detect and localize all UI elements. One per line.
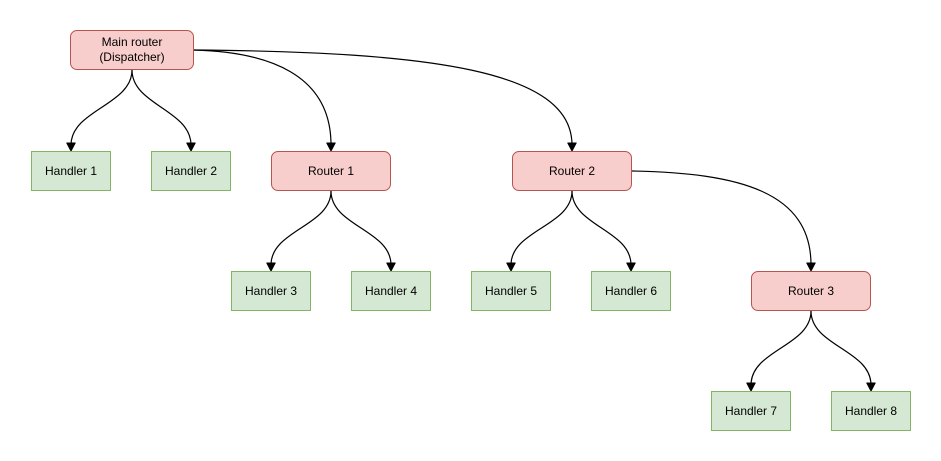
node-router-2[interactable]: Router 2: [512, 151, 632, 191]
edge-router-3-to-handler-7-arrowhead: [746, 382, 756, 392]
edge-router-3-to-handler-8: [810, 310, 876, 392]
edge-router-3-to-handler-7: [746, 310, 812, 392]
node-handler-6[interactable]: Handler 6: [591, 271, 671, 311]
edge-main-to-router-1-arrowhead: [326, 142, 336, 152]
edge-main-to-router-1: [193, 49, 336, 152]
edge-router-2-to-router-3-arrowhead: [806, 262, 816, 272]
node-router-3[interactable]: Router 3: [751, 271, 871, 311]
edge-router-2-to-handler-5-line: [510, 190, 573, 266]
edge-router-3-to-handler-8-arrowhead: [866, 382, 876, 392]
edge-router-2-to-handler-6: [571, 190, 636, 272]
edge-main-to-router-2: [193, 49, 577, 152]
node-handler-8[interactable]: Handler 8: [831, 391, 911, 431]
edge-main-to-handler-2-line: [131, 69, 192, 146]
node-main-router[interactable]: Main router (Dispatcher): [70, 30, 194, 70]
edge-router-1-to-handler-4-line: [330, 190, 392, 266]
node-handler-4[interactable]: Handler 4: [351, 271, 431, 311]
edge-router-2-to-handler-6-arrowhead: [626, 262, 636, 272]
edge-router-1-to-handler-3-arrowhead: [266, 262, 276, 272]
edge-main-to-handler-2-arrowhead: [186, 142, 196, 152]
edge-router-2-to-handler-5: [506, 190, 573, 272]
edge-router-1-to-handler-3: [266, 190, 332, 272]
edge-main-to-handler-1-arrowhead: [66, 142, 76, 152]
edge-router-2-to-handler-5-arrowhead: [506, 262, 516, 272]
node-handler-3[interactable]: Handler 3: [231, 271, 311, 311]
edge-router-1-to-handler-3-line: [270, 190, 332, 266]
edge-main-to-handler-1-line: [70, 69, 133, 146]
edge-router-2-to-router-3: [631, 170, 816, 272]
edge-router-3-to-handler-8-line: [810, 310, 872, 386]
edge-router-1-to-handler-4-arrowhead: [386, 262, 396, 272]
edge-router-2-to-router-3-line: [631, 170, 812, 266]
edge-main-to-handler-2: [131, 69, 196, 152]
node-handler-2[interactable]: Handler 2: [151, 151, 231, 191]
node-handler-7[interactable]: Handler 7: [711, 391, 791, 431]
node-router-1[interactable]: Router 1: [271, 151, 391, 191]
node-handler-1[interactable]: Handler 1: [31, 151, 111, 191]
edge-router-3-to-handler-7-line: [750, 310, 812, 386]
node-handler-5[interactable]: Handler 5: [471, 271, 551, 311]
edge-main-to-handler-1: [66, 69, 133, 152]
edge-main-to-router-2-arrowhead: [567, 142, 577, 152]
edge-router-2-to-handler-6-line: [571, 190, 632, 266]
edge-router-1-to-handler-4: [330, 190, 396, 272]
edge-main-to-router-2-line: [193, 49, 573, 146]
edge-main-to-router-1-line: [193, 49, 332, 146]
